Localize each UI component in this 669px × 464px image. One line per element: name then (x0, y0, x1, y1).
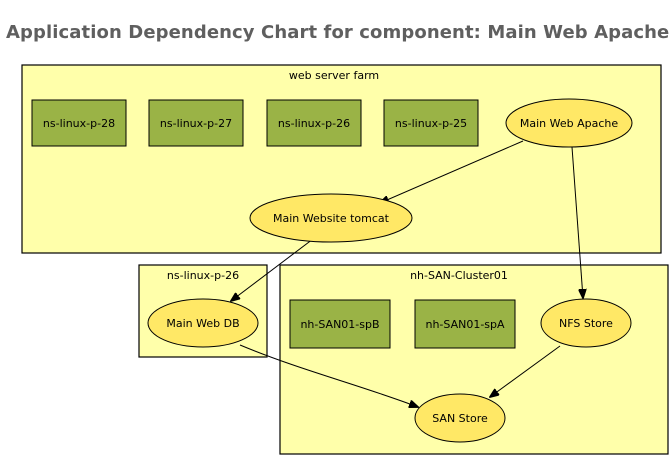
node-san-store[interactable]: SAN Store (414, 393, 506, 443)
node-label: SAN Store (432, 412, 488, 425)
node-label: Main Web DB (166, 317, 239, 330)
node-label: Main Website tomcat (273, 212, 390, 225)
cluster-label-web-server-farm: web server farm (289, 69, 379, 82)
node-nfs-store[interactable]: NFS Store (540, 298, 632, 348)
node-main-website-tomcat[interactable]: Main Website tomcat (249, 193, 413, 243)
node-label: ns-linux-p-26 (278, 117, 350, 130)
node-label: nh-SAN01-spA (425, 318, 505, 331)
node-label: NFS Store (559, 317, 613, 330)
edge-tomcat-to-web-db (231, 238, 314, 301)
edge-web-db-to-san-store (239, 344, 418, 407)
node-label: Main Web Apache (520, 117, 619, 130)
node-main-web-db[interactable]: Main Web DB (147, 298, 259, 348)
cluster-label-nh-san-cluster01: nh-SAN-Cluster01 (410, 269, 508, 282)
node-label: nh-SAN01-spB (300, 318, 379, 331)
node-ns-linux-p-28[interactable]: ns-linux-p-28 (31, 99, 127, 147)
node-nh-san01-spb[interactable]: nh-SAN01-spB (289, 299, 391, 349)
node-label: ns-linux-p-27 (160, 117, 232, 130)
edge-apache-to-tomcat (380, 140, 524, 203)
cluster-label-ns-linux-p-26: ns-linux-p-26 (167, 269, 239, 282)
page-title: Application Dependency Chart for compone… (6, 22, 669, 43)
edge-apache-to-nfs-store (571, 146, 583, 298)
node-main-web-apache[interactable]: Main Web Apache (505, 98, 633, 148)
node-nh-san01-spa[interactable]: nh-SAN01-spA (414, 299, 516, 349)
node-label: ns-linux-p-28 (43, 117, 115, 130)
edge-nfs-store-to-san-store (490, 345, 561, 397)
node-ns-linux-p-25[interactable]: ns-linux-p-25 (383, 99, 479, 147)
node-ns-linux-p-27[interactable]: ns-linux-p-27 (148, 99, 244, 147)
node-ns-linux-p-26[interactable]: ns-linux-p-26 (266, 99, 362, 147)
edges (231, 140, 583, 407)
node-label: ns-linux-p-25 (395, 117, 467, 130)
